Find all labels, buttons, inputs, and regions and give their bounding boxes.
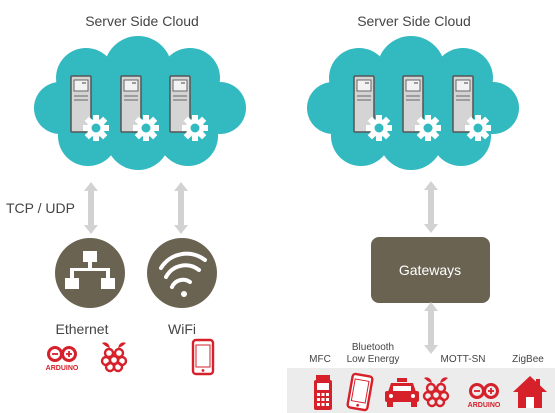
ethernet-node bbox=[55, 238, 125, 308]
arduino-text: ARDUINO bbox=[46, 365, 79, 372]
arduino-icon bbox=[47, 346, 77, 362]
right-arduino: ARDUINO bbox=[468, 383, 501, 409]
wifi-circle bbox=[147, 238, 217, 308]
gear-icon bbox=[465, 115, 491, 141]
gateway-devices-arrow bbox=[424, 302, 438, 354]
gear-icon bbox=[415, 115, 441, 141]
gear-icon bbox=[83, 115, 109, 141]
gear-icon bbox=[182, 115, 208, 141]
right-server-cloud bbox=[307, 36, 519, 170]
raspberry-pi-icon bbox=[100, 341, 128, 373]
gateway-box: Gateways bbox=[371, 237, 490, 303]
car-icon bbox=[385, 378, 419, 407]
home-icon bbox=[513, 376, 547, 408]
gear-icon bbox=[133, 115, 159, 141]
tech-label-mqtt: MOTT-SN bbox=[441, 354, 486, 365]
gear-icon bbox=[366, 115, 392, 141]
arduino-text: ARDUINO bbox=[468, 402, 501, 409]
right-cloud-title: Server Side Cloud bbox=[357, 13, 471, 29]
tech-label-bluetooth-line2: Low Energy bbox=[347, 354, 400, 365]
tech-label-zigbee: ZigBee bbox=[512, 354, 544, 365]
tech-label-mfc: MFC bbox=[309, 354, 331, 365]
left-server-cloud bbox=[34, 36, 246, 170]
feature-phone-icon bbox=[314, 375, 332, 410]
tilted-smartphone-icon bbox=[345, 372, 375, 412]
cloud-gateway-arrow bbox=[424, 181, 438, 233]
wifi-label: WiFi bbox=[168, 321, 196, 337]
left-arrow-wifi bbox=[174, 182, 188, 234]
wifi-icon bbox=[159, 251, 207, 297]
smartphone-icon bbox=[191, 338, 215, 376]
network-icon bbox=[65, 251, 115, 289]
left-cloud-title: Server Side Cloud bbox=[85, 13, 199, 29]
wifi-node bbox=[147, 238, 217, 308]
gateway-label: Gateways bbox=[399, 262, 461, 278]
protocol-label: TCP / UDP bbox=[6, 200, 75, 216]
tech-label-bluetooth-line1: Bluetooth bbox=[352, 342, 394, 353]
ethernet-label: Ethernet bbox=[56, 321, 109, 337]
left-arrow-ethernet bbox=[84, 182, 98, 234]
left-arduino: ARDUINO bbox=[46, 346, 79, 372]
ethernet-circle bbox=[55, 238, 125, 308]
